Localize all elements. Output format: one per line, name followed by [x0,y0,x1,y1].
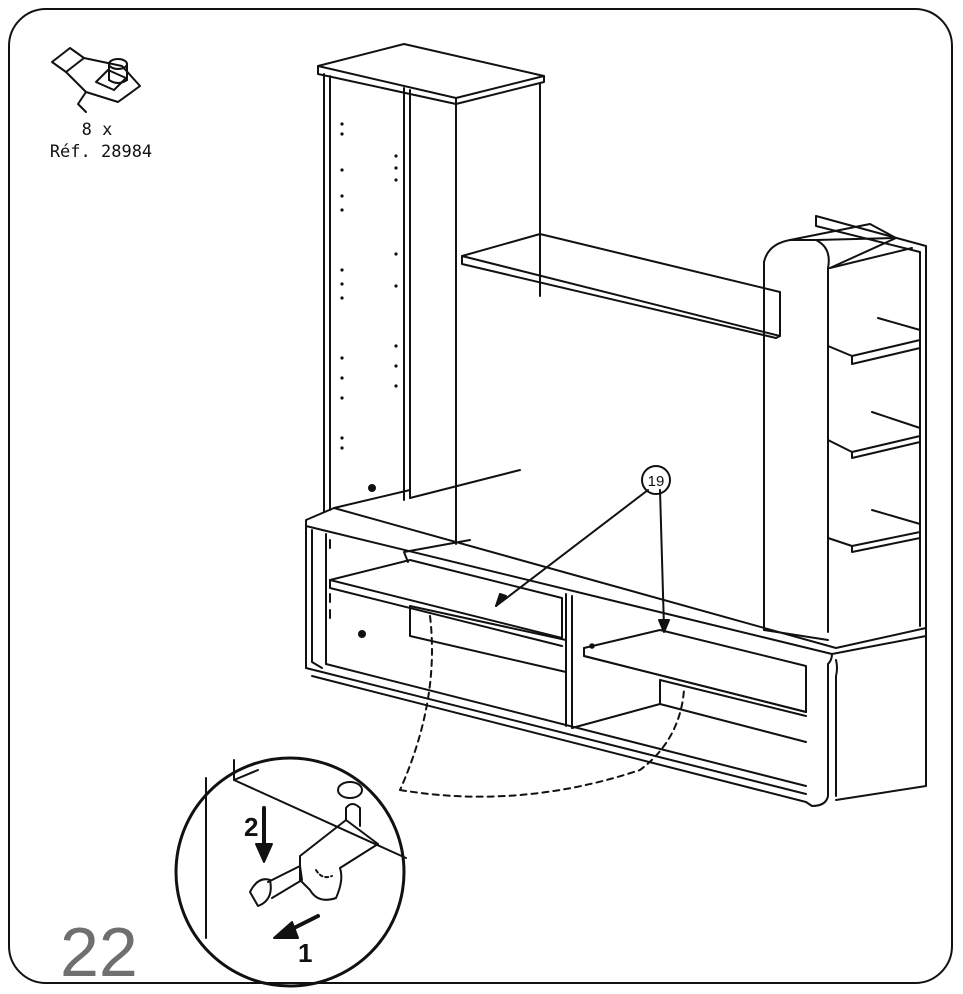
step-number: 22 [60,913,138,991]
hardware-quantity: 8 x [81,120,113,140]
shelf-pin-holes [340,122,398,450]
arrow-2-label: 2 [244,812,258,842]
middle-shelf [461,233,781,339]
right-tower [763,215,927,641]
shelf-support-pin-icon [51,47,141,113]
part-callout-leaders [495,489,670,633]
left-tall-cabinet [317,43,545,545]
tv-base [305,489,927,807]
detail-magnifier [174,756,407,988]
arrow-1-label: 1 [298,938,312,968]
part-number-label: 19 [648,473,665,490]
hardware-reference: Réf. 28984 [49,142,153,162]
part-callout-19 [641,465,671,495]
page-frame [8,8,953,984]
detail-link-dashed [399,615,685,798]
